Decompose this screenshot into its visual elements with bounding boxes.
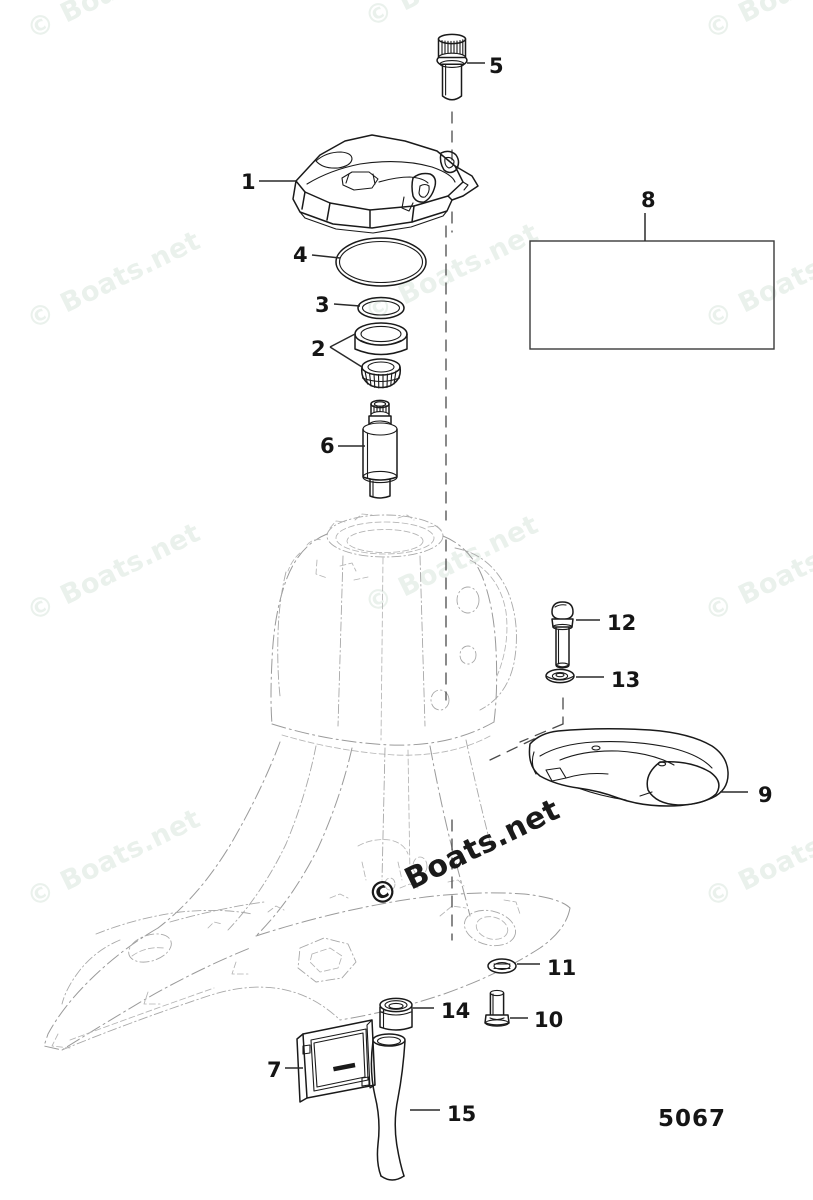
part-5-flange-bolt (436, 33, 468, 161)
callout-10-short-bolt: 10 (534, 1008, 564, 1032)
part-14-hose-collar (379, 997, 413, 1031)
callout-13-flat-washer: 13 (611, 668, 641, 692)
callout-15-curved-hose: 15 (447, 1102, 477, 1126)
phantom-drive-shaft-housing (43, 513, 571, 1051)
part-13-flat-washer (545, 668, 575, 684)
part-1-housing-cover (292, 134, 479, 234)
part-7-mounting-plate (296, 1019, 376, 1103)
assembly-guide-lines (445, 211, 564, 941)
part-10-short-bolt (484, 989, 510, 1027)
callout-1-drive-shaft-housing-cover: 1 (241, 170, 256, 194)
part-15-curved-hose (370, 1033, 406, 1181)
callout-2-bearing-set: 2 (311, 337, 326, 361)
callout-5-flange-bolt: 5 (489, 54, 504, 78)
callout-7-mounting-plate: 7 (267, 1058, 282, 1082)
part-12-hex-bolt (551, 601, 574, 669)
callout-8-reference-box: 8 (641, 188, 656, 212)
diagram-id-number: 5067 (658, 1106, 727, 1132)
part-2-bearing-set (354, 322, 408, 389)
part-3-seal-ring (357, 296, 405, 320)
callout-4-large-o-ring: 4 (293, 243, 308, 267)
callout-12-hex-bolt: 12 (607, 611, 637, 635)
part-9-trim-cover (528, 727, 729, 807)
callout-11-washer-seal: 11 (547, 956, 577, 980)
callout-14-hose-collar: 14 (441, 999, 471, 1023)
callout-9-trim-cover: 9 (758, 783, 773, 807)
callout-6-pivot-shaft: 6 (320, 434, 335, 458)
part-4-large-o-ring (335, 237, 427, 287)
part-8-reference-box (529, 213, 775, 350)
part-6-pivot-shaft (362, 399, 398, 499)
part-11-washer-seal (487, 958, 517, 974)
leader-lines (259, 62, 748, 1111)
callout-3-o-ring-seal: 3 (315, 293, 330, 317)
